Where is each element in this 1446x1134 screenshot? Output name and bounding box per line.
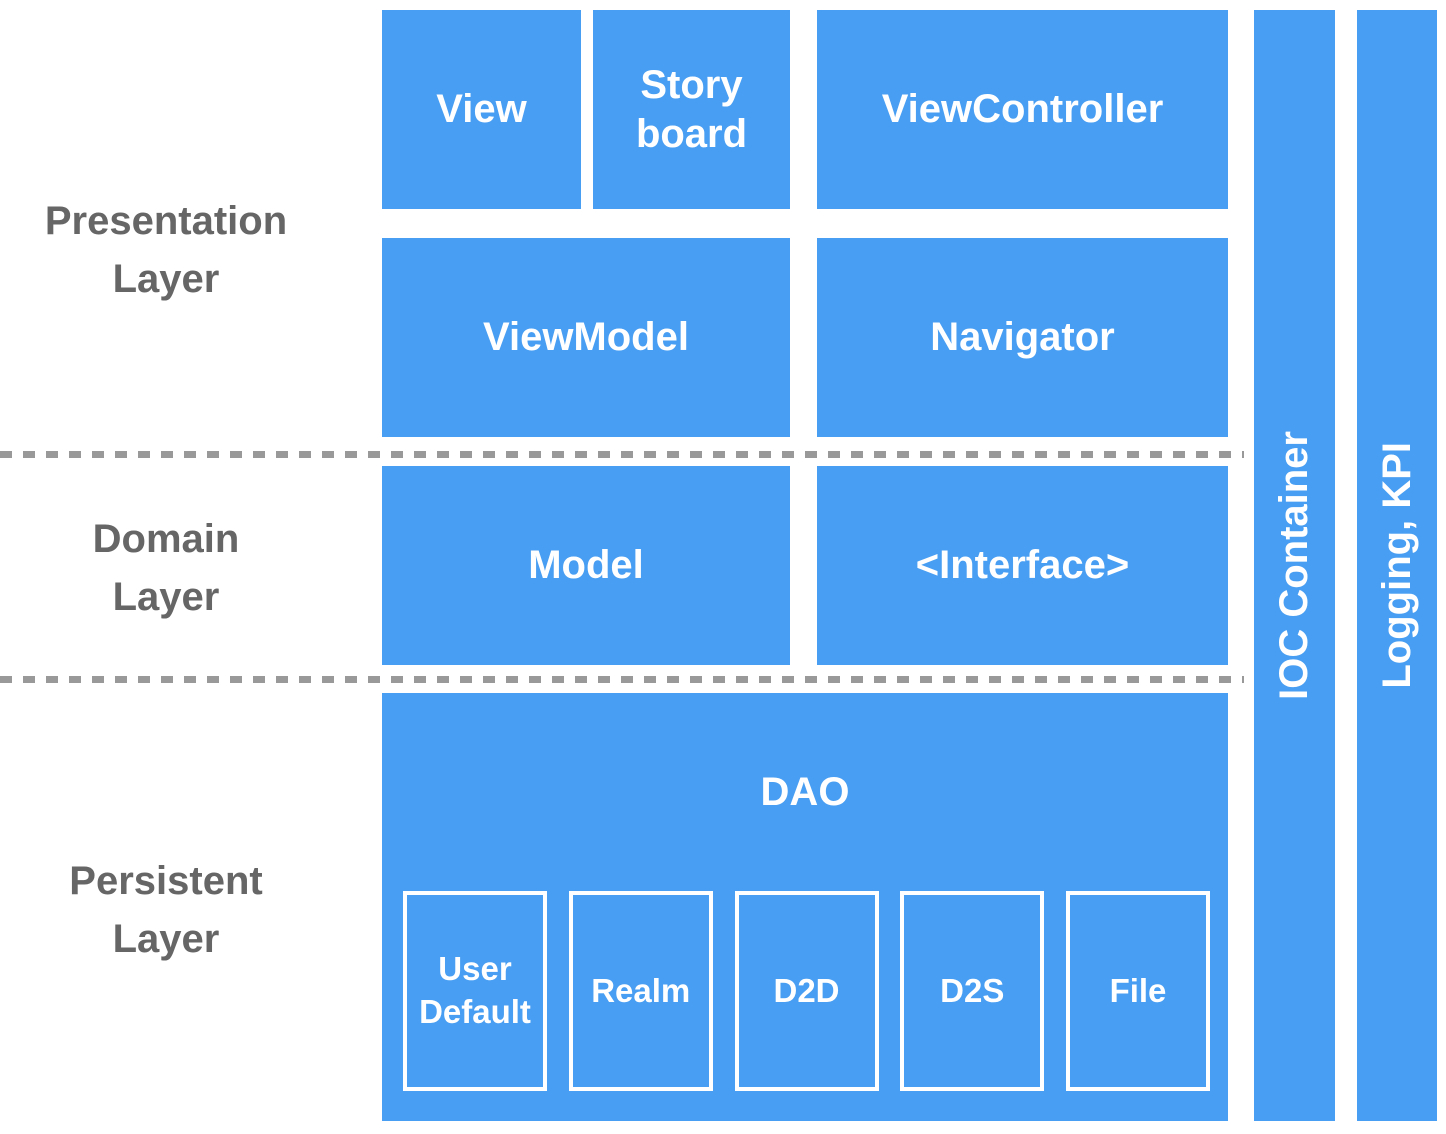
dao-label: DAO [760, 769, 850, 814]
dao-children-row: User Default Realm D2D D2S File [403, 891, 1210, 1091]
logging-kpi-bar-label: Logging, KPI [1374, 442, 1419, 689]
domain-layer-label-line1: Domain [92, 517, 240, 561]
domain-layer-label: Domain Layer [0, 510, 332, 626]
dao-child-file: File [1066, 891, 1210, 1091]
dao-child-d2s: D2S [900, 891, 1045, 1091]
interface-box: <Interface> [817, 466, 1228, 665]
persistent-layer-label-line2: Layer [112, 917, 220, 961]
dao-child-realm: Realm [568, 891, 713, 1091]
model-box: Model [382, 466, 790, 665]
logging-kpi-bar: Logging, KPI [1357, 10, 1437, 1121]
persistent-layer-label: Persistent Layer [0, 852, 332, 968]
layer-divider-presentation-domain [0, 451, 1244, 458]
viewmodel-box: ViewModel [382, 238, 790, 437]
dao-child-user-default: User Default [403, 891, 547, 1091]
presentation-layer-label-line1: Presentation [44, 199, 288, 243]
dao-box: DAO User Default Realm D2D D2S File [382, 693, 1228, 1121]
ioc-container-bar: IOC Container [1254, 10, 1335, 1121]
navigator-box: Navigator [817, 238, 1228, 437]
layer-divider-domain-persistent [0, 676, 1244, 683]
dao-child-d2d: D2D [734, 891, 879, 1091]
storyboard-box: Story board [593, 10, 790, 209]
ioc-container-bar-label: IOC Container [1272, 431, 1316, 700]
viewcontroller-box: ViewController [817, 10, 1228, 209]
persistent-layer-label-line1: Persistent [69, 859, 263, 903]
presentation-layer-label-line2: Layer [112, 257, 220, 301]
view-box: View [382, 10, 581, 209]
domain-layer-label-line2: Layer [112, 575, 220, 619]
presentation-layer-label: Presentation Layer [0, 192, 332, 308]
